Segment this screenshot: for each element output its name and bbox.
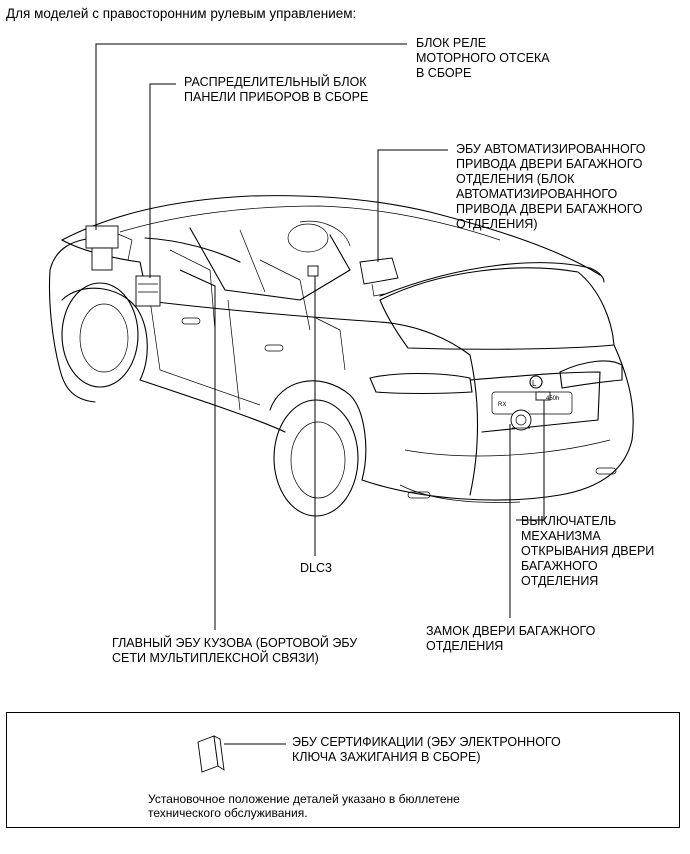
plate-left-text: RX — [498, 402, 506, 408]
certification-ecu-icon — [197, 735, 286, 773]
diagram-heading: Для моделей с правосторонним рулевым упр… — [6, 6, 357, 21]
engine-relay-block-part — [85, 225, 133, 271]
label-back-door-opener-switch: ВЫКЛЮЧАТЕЛЬ МЕХАНИЗМА ОТКРЫВАНИЯ ДВЕРИ Б… — [521, 514, 655, 588]
note-box — [6, 712, 680, 828]
car-body — [48, 195, 634, 517]
label-power-back-door-ecu: ЭБУ АВТОМАТИЗИРОВАННОГО ПРИВОДА ДВЕРИ БА… — [456, 142, 646, 231]
service-bulletin-note: Установочное положение деталей указано в… — [148, 792, 460, 820]
label-main-body-ecu: ГЛАВНЫЙ ЭБУ КУЗОВА (БОРТОВОЙ ЭБУ СЕТИ МУ… — [112, 636, 358, 665]
car-emblem: L — [532, 379, 537, 388]
plate-right-text: 450h — [546, 396, 559, 402]
label-certification-ecu: ЭБУ СЕРТИФИКАЦИИ (ЭБУ ЭЛЕКТРОННОГО КЛЮЧА… — [292, 735, 561, 764]
back-door-switch-part — [535, 391, 551, 401]
label-back-door-lock: ЗАМОК ДВЕРИ БАГАЖНОГО ОТДЕЛЕНИЯ — [426, 624, 596, 653]
label-engine-relay-block: БЛОК РЕЛЕ МОТОРНОГО ОТСЕКА В СБОРЕ — [416, 36, 550, 80]
back-door-lock-part — [510, 409, 532, 431]
power-back-door-ecu-part — [359, 257, 399, 297]
label-dlc3: DLC3 — [300, 561, 332, 575]
label-instrument-panel-block: РАСПРЕДЕЛИТЕЛЬНЫЙ БЛОК ПАНЕЛИ ПРИБОРОВ В… — [184, 75, 369, 104]
dlc3-part — [307, 265, 319, 277]
leader-lines — [95, 43, 545, 630]
instrument-panel-block-part — [135, 275, 161, 307]
